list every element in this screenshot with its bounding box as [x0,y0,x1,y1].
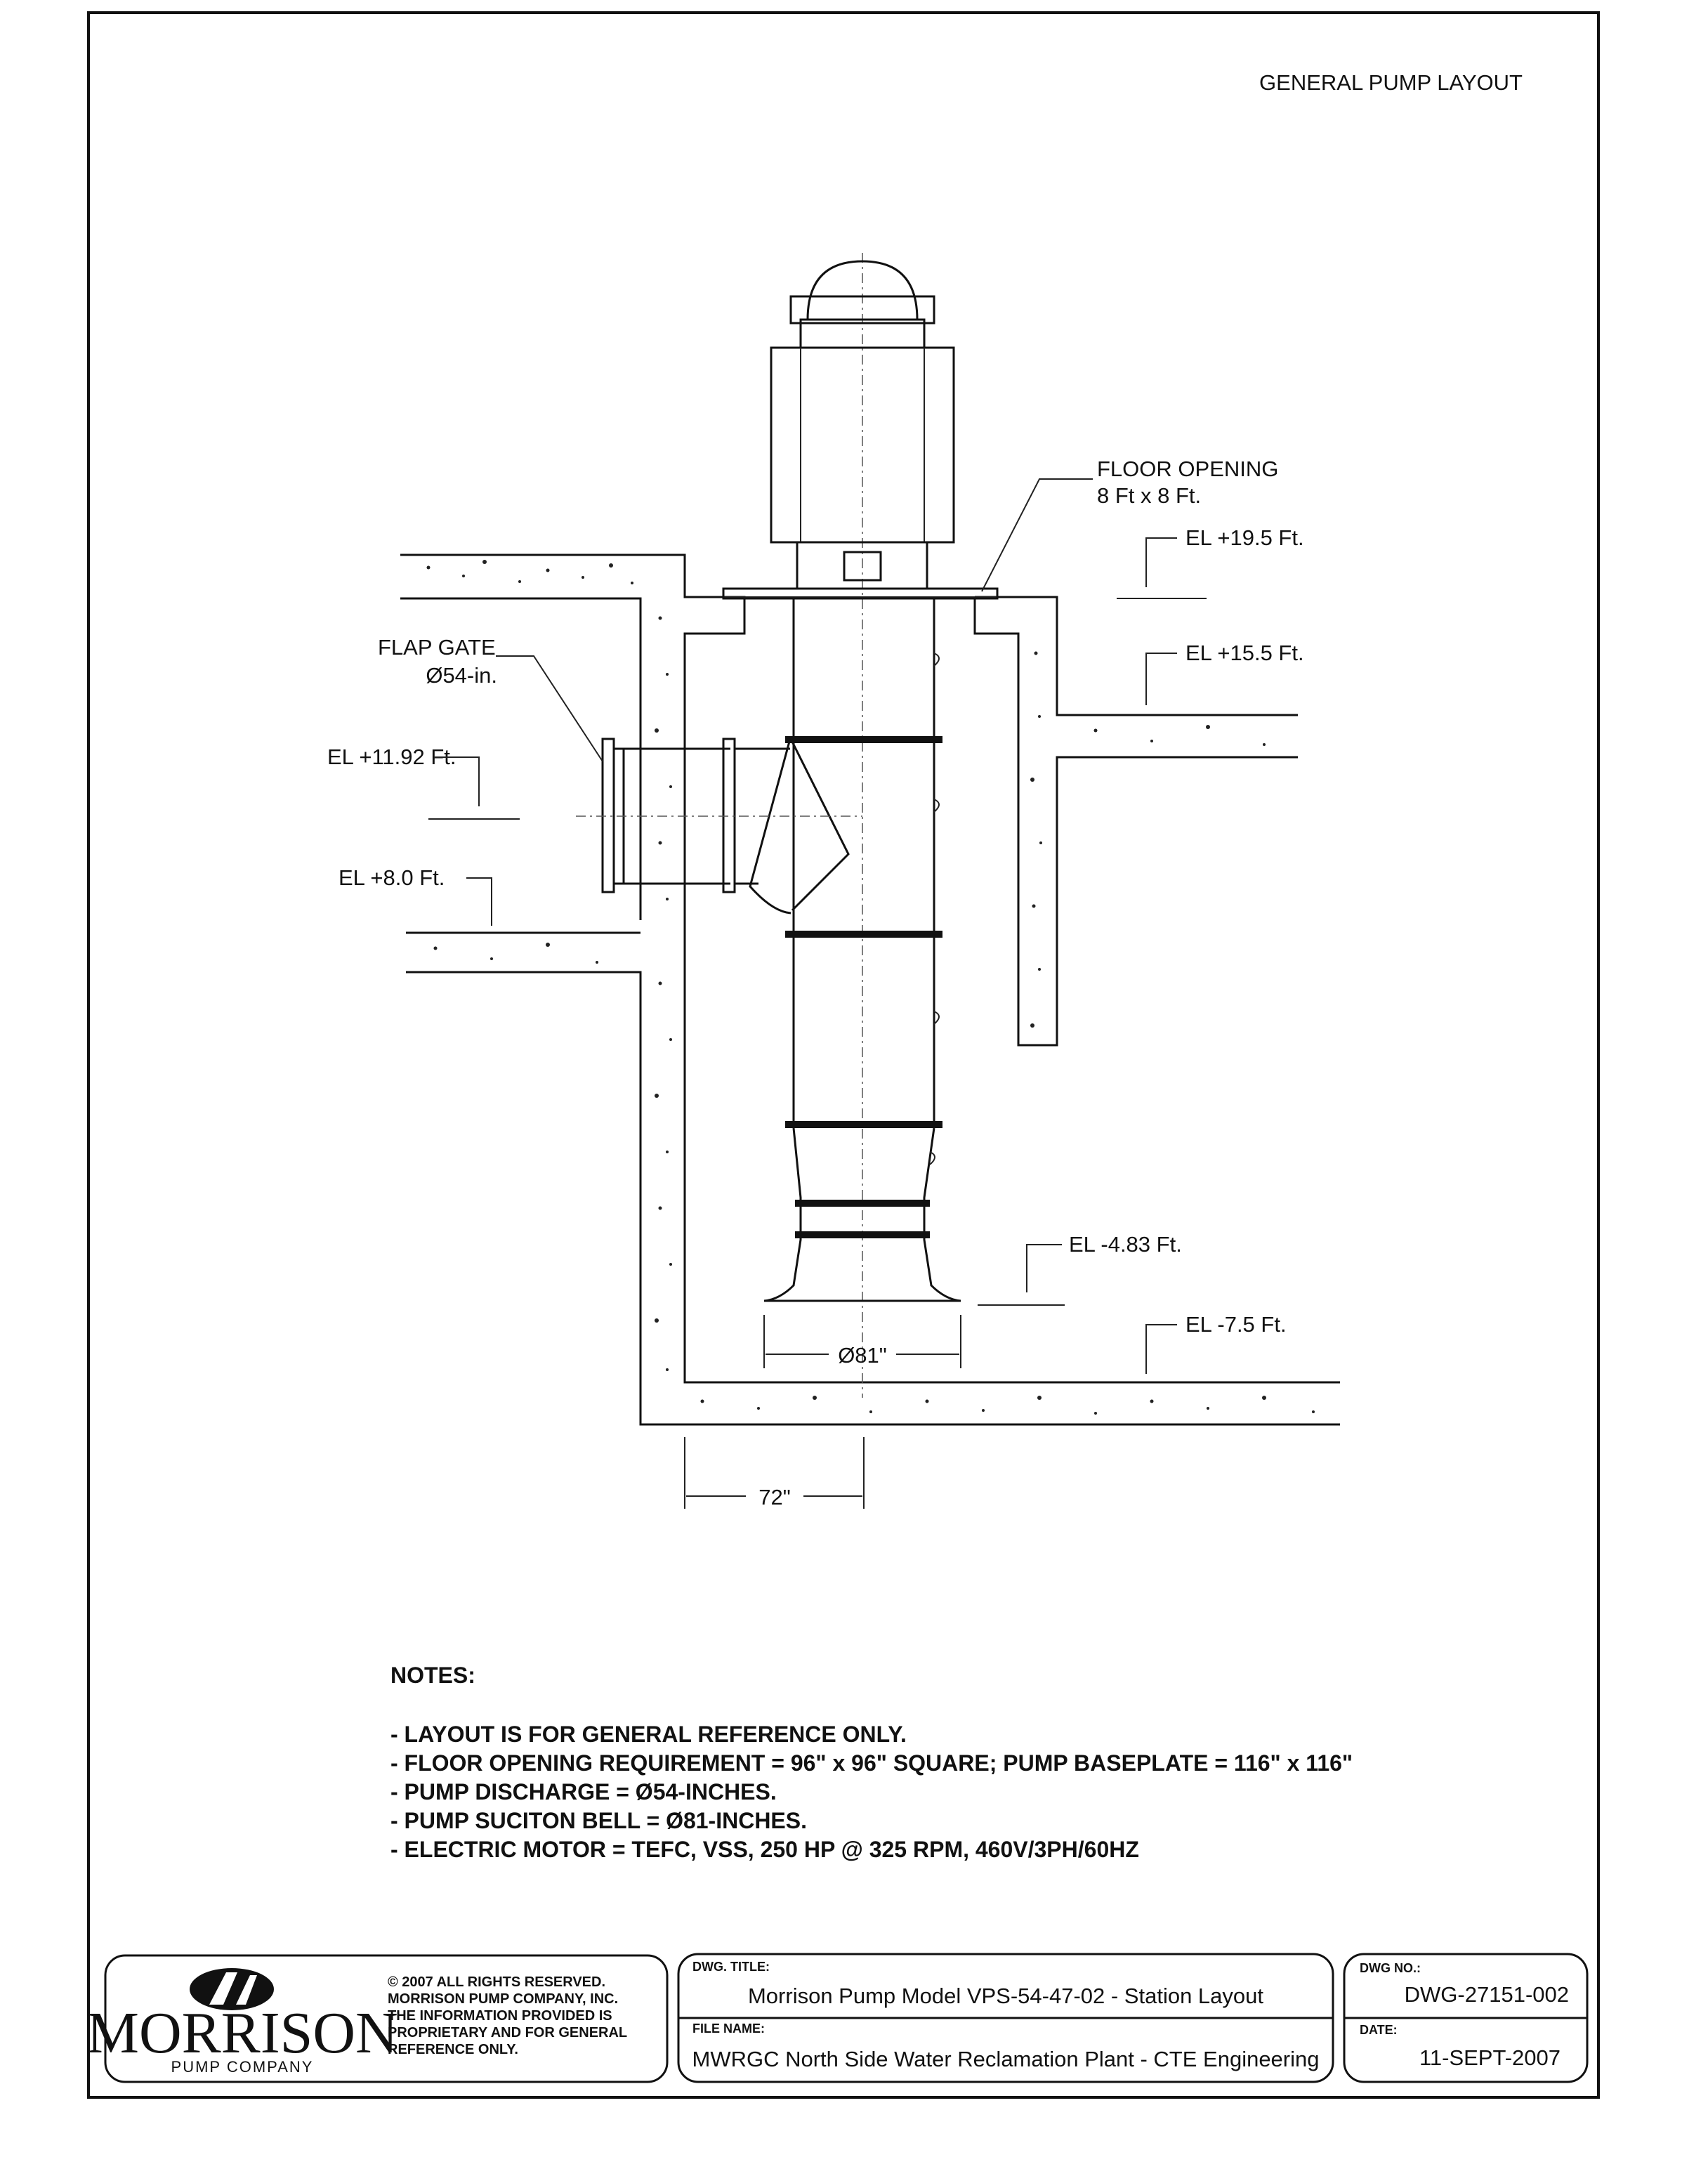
logo-wordmark: MORRISON [86,2000,398,2066]
concrete-speckle [426,560,1315,1415]
drawing-header-title: GENERAL PUMP LAYOUT [1259,70,1523,95]
flap-gate-label: FLAP GATE [378,635,496,660]
note-item: - PUMP DISCHARGE = Ø54-INCHES. [390,1779,777,1804]
notes-heading: NOTES: [390,1663,475,1688]
bell-diameter-dimension: Ø81" [838,1343,887,1368]
notes-section: NOTES: - LAYOUT IS FOR GENERAL REFERENCE… [390,1663,1353,1862]
concrete-structure [400,553,1340,1426]
flap-gate-size: Ø54-in. [426,663,497,688]
wall-dimension: 72" [758,1485,791,1509]
morrison-logo-mark [190,1968,274,2010]
note-item: - ELECTRIC MOTOR = TEFC, VSS, 250 HP @ 3… [390,1837,1139,1862]
copyright-line: © 2007 ALL RIGHTS RESERVED. [388,1974,605,1990]
logo-box [104,1954,669,2083]
el-15-5-label: EL +15.5 Ft. [1185,641,1304,665]
dwg-no-caption: DWG NO.: [1360,1961,1421,1975]
copyright-line: THE INFORMATION PROVIDED IS [388,2008,612,2024]
title-block: MORRISON PUMP COMPANY © 2007 ALL RIGHTS … [86,1953,1589,2083]
el-m4-83-label: EL -4.83 Ft. [1069,1232,1182,1257]
floor-opening-label: FLOOR OPENING [1097,457,1278,481]
callouts: FLOOR OPENING 8 Ft x 8 Ft. EL +19.5 Ft. … [327,457,1304,1509]
copyright-line: PROPRIETARY AND FOR GENERAL [388,2025,627,2040]
note-item: - PUMP SUCITON BELL = Ø81-INCHES. [390,1808,807,1833]
el-m7-5-label: EL -7.5 Ft. [1185,1312,1287,1337]
note-item: - FLOOR OPENING REQUIREMENT = 96" x 96" … [390,1750,1353,1776]
el-8-0-label: EL +8.0 Ft. [339,865,445,890]
note-item: - LAYOUT IS FOR GENERAL REFERENCE ONLY. [390,1722,907,1747]
dwg-title-caption: DWG. TITLE: [692,1960,770,1974]
date-caption: DATE: [1360,2023,1398,2037]
el-19-5-label: EL +19.5 Ft. [1185,525,1304,550]
dwg-title-value: Morrison Pump Model VPS-54-47-02 - Stati… [748,1984,1263,2008]
copyright-line: REFERENCE ONLY. [388,2042,518,2057]
file-name-value: MWRGC North Side Water Reclamation Plant… [692,2047,1320,2071]
file-name-caption: FILE NAME: [692,2021,765,2036]
copyright-line: MORRISON PUMP COMPANY, INC. [388,1991,618,2007]
dwg-no-value: DWG-27151-002 [1405,1982,1569,2007]
logo-subtext: PUMP COMPANY [171,2058,314,2076]
floor-opening-size: 8 Ft x 8 Ft. [1097,483,1201,508]
pump-assembly [576,260,999,1302]
date-value: 11-SEPT-2007 [1419,2045,1561,2070]
sheet-border [87,11,1600,2099]
